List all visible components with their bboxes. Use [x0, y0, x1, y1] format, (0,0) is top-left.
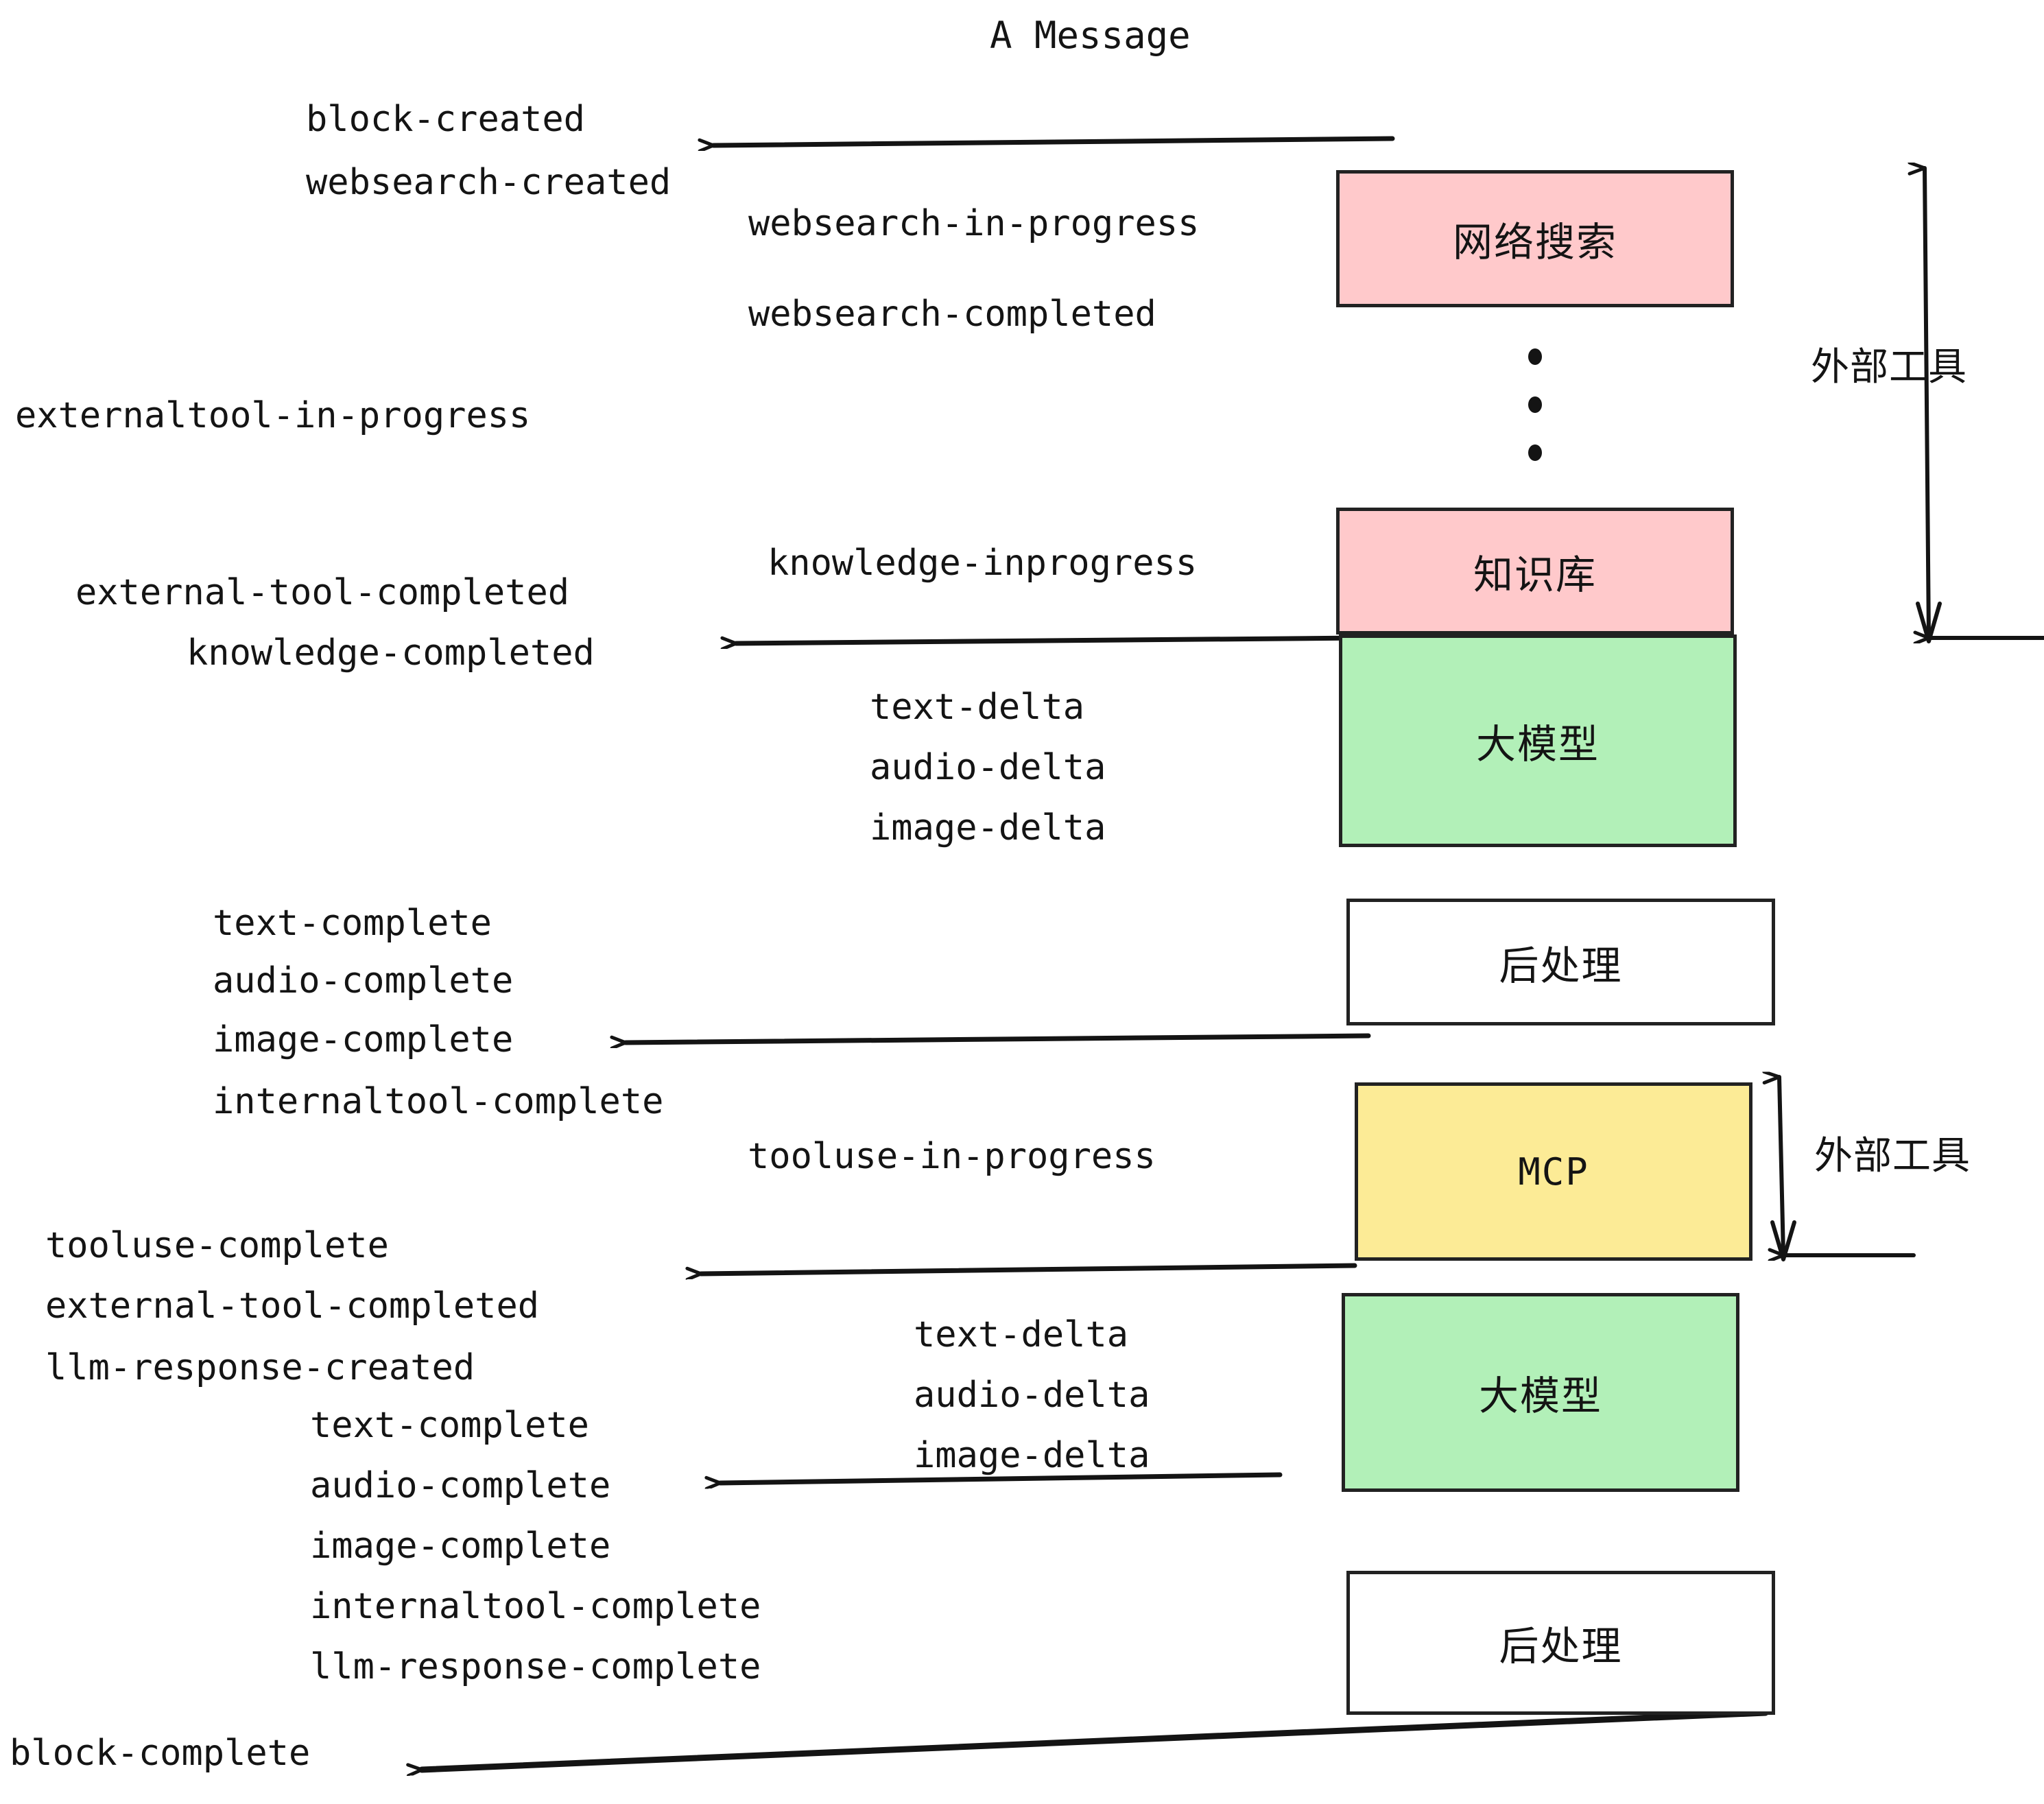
knowledge-base-box[interactable]: 知识库 — [1336, 508, 1734, 634]
event-audio-delta-1: audio-delta — [870, 747, 1106, 788]
event-text-delta-1: text-delta — [870, 687, 1085, 728]
web-search-box[interactable]: 网络搜索 — [1336, 170, 1734, 307]
event-image-delta-2: image-delta — [914, 1435, 1150, 1476]
event-image-complete-1: image-complete — [213, 1019, 514, 1060]
arrow-knowledge-to-completed — [736, 635, 1364, 643]
event-block-created: block-created — [306, 99, 585, 140]
event-internaltool-complete-1: internaltool-complete — [213, 1081, 664, 1122]
external-tools-arrowhead-down-bottom — [1770, 1220, 1796, 1261]
event-audio-complete-1: audio-complete — [213, 960, 514, 1001]
event-tooluse-in-progress: tooluse-in-progress — [748, 1136, 1156, 1177]
event-internaltool-complete-2: internaltool-complete — [310, 1586, 761, 1627]
external-tools-arrowhead-down-top — [1916, 602, 1942, 643]
event-tooluse-complete: tooluse-complete — [45, 1225, 389, 1266]
llm-box-1[interactable]: 大模型 — [1339, 634, 1737, 847]
event-audio-complete-2: audio-complete — [310, 1465, 611, 1506]
llm-box-2[interactable]: 大模型 — [1342, 1293, 1739, 1492]
arrow-llm-to-image-complete — [626, 1033, 1371, 1043]
event-external-tool-completed-1: external-tool-completed — [75, 572, 570, 613]
event-audio-delta-2: audio-delta — [914, 1375, 1150, 1416]
event-text-delta-2: text-delta — [914, 1314, 1129, 1355]
arrow-postprocess-to-block-complete — [422, 1709, 1769, 1770]
arrow-websearch-to-created — [713, 136, 1395, 145]
ellipsis-dot-2 — [1528, 396, 1542, 413]
event-knowledge-inprogress: knowledge-inprogress — [768, 543, 1198, 584]
mcp-box[interactable]: MCP — [1355, 1082, 1752, 1261]
event-image-delta-1: image-delta — [870, 807, 1106, 848]
event-text-complete-2: text-complete — [310, 1405, 589, 1446]
ellipsis-dot-3 — [1528, 444, 1542, 461]
event-externaltool-in-progress: externaltool-in-progress — [15, 395, 531, 436]
event-llm-response-complete: llm-response-complete — [310, 1646, 761, 1687]
ellipsis-dot-1 — [1528, 348, 1542, 365]
arrow-mcp-to-tooluse-complete — [701, 1263, 1357, 1274]
event-block-complete: block-complete — [10, 1733, 311, 1774]
postprocess-box-2[interactable]: 后处理 — [1346, 1571, 1775, 1715]
external-tools-label-bottom: 外部工具 — [1814, 1134, 1971, 1178]
external-tools-label-top: 外部工具 — [1811, 345, 1967, 390]
event-external-tool-completed-2: external-tool-completed — [45, 1285, 540, 1327]
external-tools-bracket-top — [1925, 168, 2044, 638]
event-websearch-created: websearch-created — [306, 162, 672, 203]
event-websearch-in-progress: websearch-in-progress — [748, 203, 1200, 244]
event-image-complete-2: image-complete — [310, 1526, 611, 1567]
event-websearch-completed: websearch-completed — [748, 294, 1156, 335]
event-knowledge-completed: knowledge-completed — [187, 632, 595, 674]
postprocess-box-1[interactable]: 后处理 — [1346, 899, 1775, 1025]
event-text-complete-1: text-complete — [213, 903, 492, 944]
page-title: A Message — [990, 14, 1191, 57]
event-llm-response-created: llm-response-created — [45, 1347, 475, 1388]
